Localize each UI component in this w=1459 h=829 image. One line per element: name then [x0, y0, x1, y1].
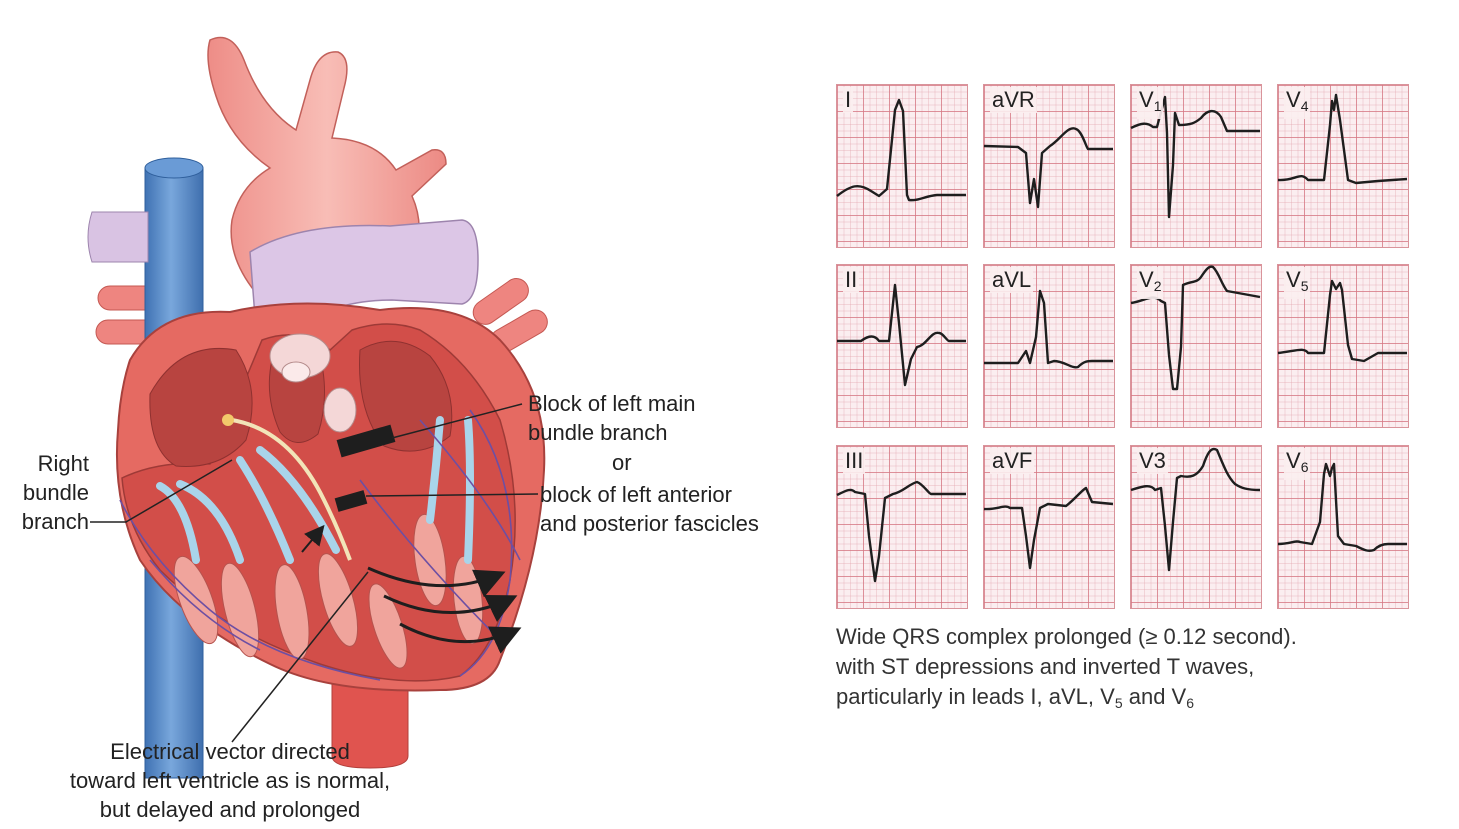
- ecg-lead-aVF: aVF: [983, 445, 1115, 609]
- ecg-waveform: [1277, 462, 1407, 552]
- label-line: bundle branch: [528, 420, 668, 445]
- lead-name-text: V: [1139, 267, 1154, 292]
- ecg-trace-aVF: [983, 486, 1114, 570]
- right-bundle-branch-label: Right bundle branch: [0, 449, 89, 536]
- ecg-trace-I: [836, 98, 966, 202]
- ecg-waveform: [836, 98, 966, 202]
- ecg-lead-aVR: aVR: [983, 84, 1115, 248]
- lead-name-subscript: 4: [1300, 98, 1309, 114]
- ecg-lead-V3: V3: [1130, 445, 1262, 609]
- label-line: branch: [21, 509, 89, 534]
- electrical-vector-label: Electrical vector directed toward left v…: [30, 737, 430, 824]
- block-left-main-marker: [336, 424, 396, 458]
- lead-name-text: aVF: [992, 448, 1033, 473]
- ecg-waveform: [1130, 447, 1261, 572]
- ecg-lead-V6: V6: [1277, 445, 1409, 609]
- ecg-lead-label: V1: [1137, 87, 1164, 119]
- ecg-lead-label: I: [843, 87, 854, 113]
- ecg-waveform: [1277, 279, 1407, 363]
- ecg-waveform: [1130, 95, 1260, 219]
- ecg-lead-label: V6: [1284, 448, 1311, 480]
- lead-name-text: aVR: [992, 87, 1035, 112]
- caption-line-2: with ST depressions and inverted T waves…: [836, 654, 1255, 679]
- ecg-lead-V1: V1: [1130, 84, 1262, 248]
- block-left-main-label: Block of left main bundle branch: [528, 389, 696, 447]
- ecg-waveform: [1277, 93, 1408, 185]
- lead-name-text: V: [1286, 448, 1301, 473]
- caption-text: and V: [1122, 684, 1187, 709]
- block-fascicle-marker: [334, 490, 368, 512]
- label-line: Right: [37, 451, 89, 476]
- ecg-lead-label: III: [843, 448, 866, 474]
- ecg-trace-V6: [1277, 462, 1407, 552]
- ecg-waveform: [983, 127, 1113, 209]
- ecg-trace-V4: [1277, 93, 1408, 185]
- caption-subscript: 5: [1114, 695, 1123, 711]
- lead-name-subscript: 5: [1300, 278, 1309, 294]
- block-fascicles-label: block of left anterior and posterior fas…: [540, 480, 759, 538]
- ecg-lead-III: III: [836, 445, 968, 609]
- label-line: and posterior fascicles: [540, 511, 759, 536]
- caption-text: particularly in leads I, aVL, V: [836, 684, 1115, 709]
- label-line: bundle: [22, 480, 89, 505]
- septum-arrow: [301, 524, 325, 553]
- ecg-trace-II: [837, 283, 966, 387]
- lead-name-text: II: [845, 267, 858, 292]
- caption-subscript: 6: [1186, 695, 1195, 711]
- ecg-lead-aVL: aVL: [983, 264, 1115, 428]
- lead-name-subscript: 2: [1153, 278, 1162, 294]
- ecg-lead-label: V5: [1284, 267, 1311, 299]
- lead-name-text: I: [845, 87, 852, 112]
- block-or-label: or: [612, 450, 632, 475]
- label-line: but delayed and prolonged: [99, 797, 361, 822]
- ecg-waveform: [837, 283, 966, 387]
- ecg-lead-V5: V5: [1277, 264, 1409, 428]
- ecg-lead-label: V4: [1284, 87, 1311, 119]
- ecg-waveform: [983, 486, 1114, 570]
- label-line: toward left ventricle as is normal,: [69, 768, 391, 793]
- lead-name-text: V3: [1139, 448, 1166, 473]
- lead-name-subscript: 6: [1300, 459, 1309, 475]
- lead-name-text: III: [845, 448, 864, 473]
- ecg-trace-V1: [1130, 95, 1260, 219]
- ecg-lead-I: I: [836, 84, 968, 248]
- ecg-lead-II: II: [836, 264, 968, 428]
- ecg-lead-V4: V4: [1277, 84, 1409, 248]
- ecg-lead-label: aVF: [990, 448, 1035, 474]
- ecg-lead-label: II: [843, 267, 860, 293]
- ecg-lead-label: V3: [1137, 448, 1168, 474]
- ecg-trace-aVL: [984, 289, 1113, 369]
- label-line: Block of left main: [528, 391, 696, 416]
- right-pulmonary-artery: [87, 211, 149, 263]
- electrical-vector-arrows: [367, 566, 522, 654]
- ecg-lead-label: V2: [1137, 267, 1164, 299]
- leader-lines: [90, 403, 539, 743]
- ecg-caption: Wide QRS complex prolonged (≥ 0.12 secon…: [836, 622, 1297, 718]
- lead-name-text: V: [1286, 87, 1301, 112]
- heart-illustration: [87, 36, 548, 779]
- label-line: block of left anterior: [540, 482, 732, 507]
- ecg-waveform: [836, 480, 966, 583]
- lead-name-text: aVL: [992, 267, 1032, 292]
- lead-name-subscript: 1: [1153, 98, 1162, 114]
- label-line: Electrical vector directed: [110, 739, 350, 764]
- ecg-trace-aVR: [983, 127, 1113, 209]
- ecg-trace-V3: [1130, 447, 1261, 572]
- ecg-lead-label: aVR: [990, 87, 1037, 113]
- lead-name-text: V: [1139, 87, 1154, 112]
- lead-name-text: V: [1286, 267, 1301, 292]
- ecg-trace-III: [836, 480, 966, 583]
- ecg-lead-label: aVL: [990, 267, 1034, 293]
- caption-line-3: particularly in leads I, aVL, V5 and V6: [836, 682, 1297, 718]
- caption-line-1: Wide QRS complex prolonged (≥ 0.12 secon…: [836, 624, 1297, 649]
- heart-body: [115, 302, 546, 692]
- ecg-lead-V2: V2: [1130, 264, 1262, 428]
- ecg-waveform: [984, 289, 1113, 369]
- ecg-trace-V5: [1277, 279, 1407, 363]
